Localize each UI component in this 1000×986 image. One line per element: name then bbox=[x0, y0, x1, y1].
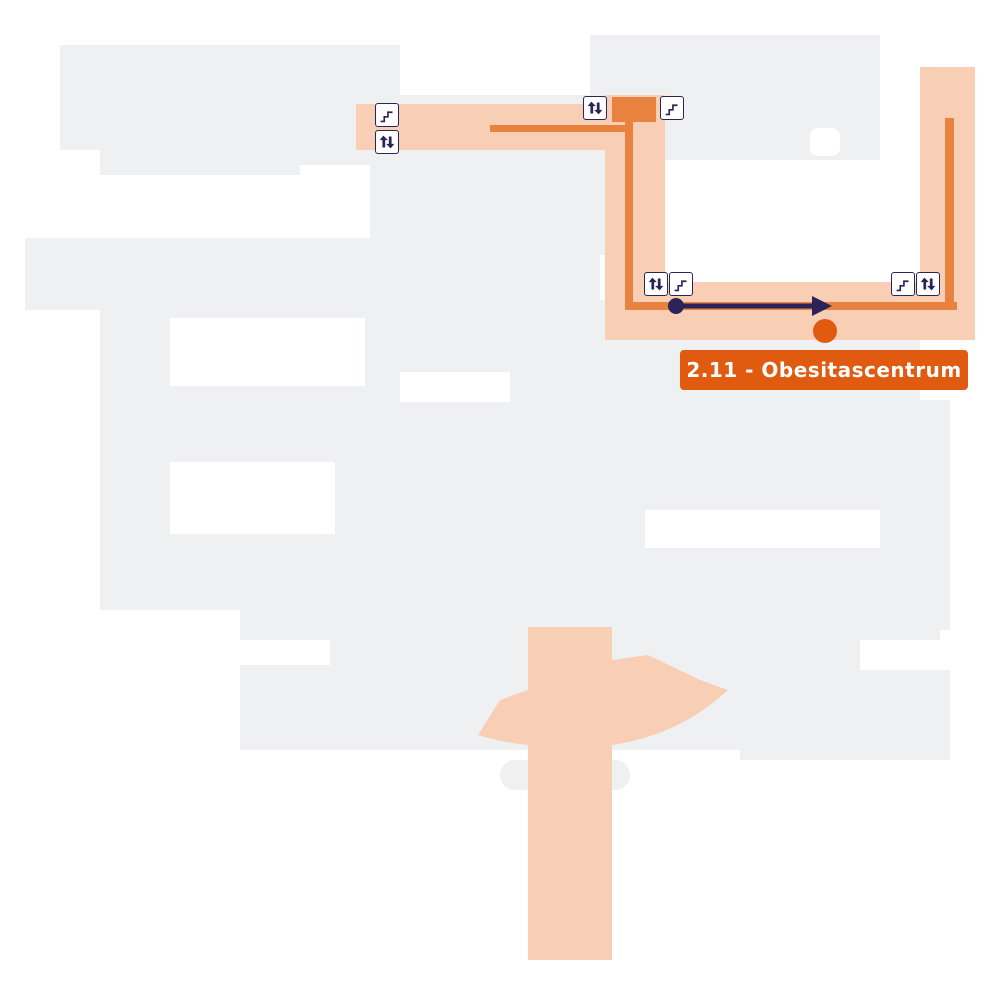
destination-marker[interactable] bbox=[813, 319, 837, 343]
stairs-icon[interactable] bbox=[669, 272, 693, 296]
stairs-icon[interactable] bbox=[660, 96, 684, 120]
elevator-icon[interactable] bbox=[644, 272, 668, 296]
elevator-icon[interactable] bbox=[916, 272, 940, 296]
stairs-icon[interactable] bbox=[375, 103, 399, 127]
elevator-icon[interactable] bbox=[375, 130, 399, 154]
elevator-icon[interactable] bbox=[583, 96, 607, 120]
building-courtyards bbox=[170, 128, 950, 670]
stairs-icon[interactable] bbox=[891, 272, 915, 296]
destination-label[interactable]: 2.11 - Obesitascentrum bbox=[680, 350, 968, 390]
path-arrow bbox=[668, 296, 832, 316]
